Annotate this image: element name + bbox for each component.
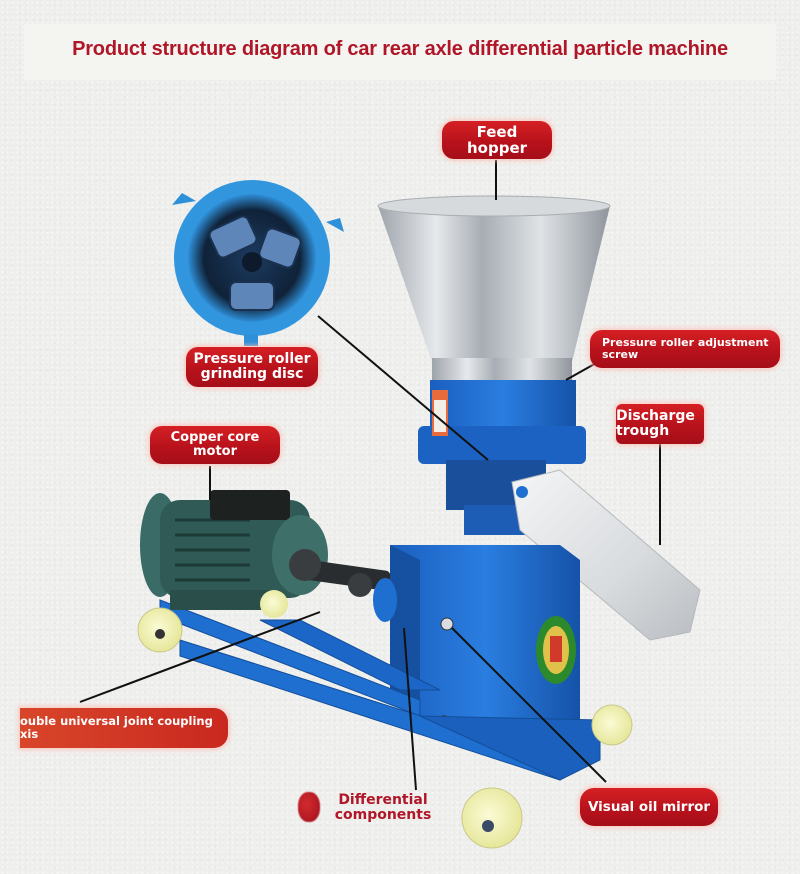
frame [159,599,601,781]
label-feed-hopper: Feed hopper [442,121,552,159]
motor [140,490,328,610]
label-differential-components: Differential components [334,792,432,824]
label-pressure-roller-grinding-disc: Pressure roller grinding disc [186,347,318,387]
wheels [137,590,633,849]
label-pressure-roller-adjustment-screw: Pressure roller adjustment screw [590,330,780,368]
universal-joint-coupling [289,549,397,622]
discharge-trough [511,469,701,641]
label-double-universal-joint-coupling: ouble universal joint coupling xis [20,708,228,748]
feed-hopper [377,195,611,382]
title-band [24,24,776,80]
label-copper-core-motor: Copper core motor [150,426,280,464]
page-title: Product structure diagram of car rear ax… [72,38,728,60]
grinding-disc-inset [172,180,344,346]
leader-lines [79,160,661,791]
label-visual-oil-mirror: Visual oil mirror [580,788,718,826]
label-discharge-trough: Discharge trough [616,404,704,444]
gearbox [390,545,580,725]
red-marker-icon [298,792,320,822]
